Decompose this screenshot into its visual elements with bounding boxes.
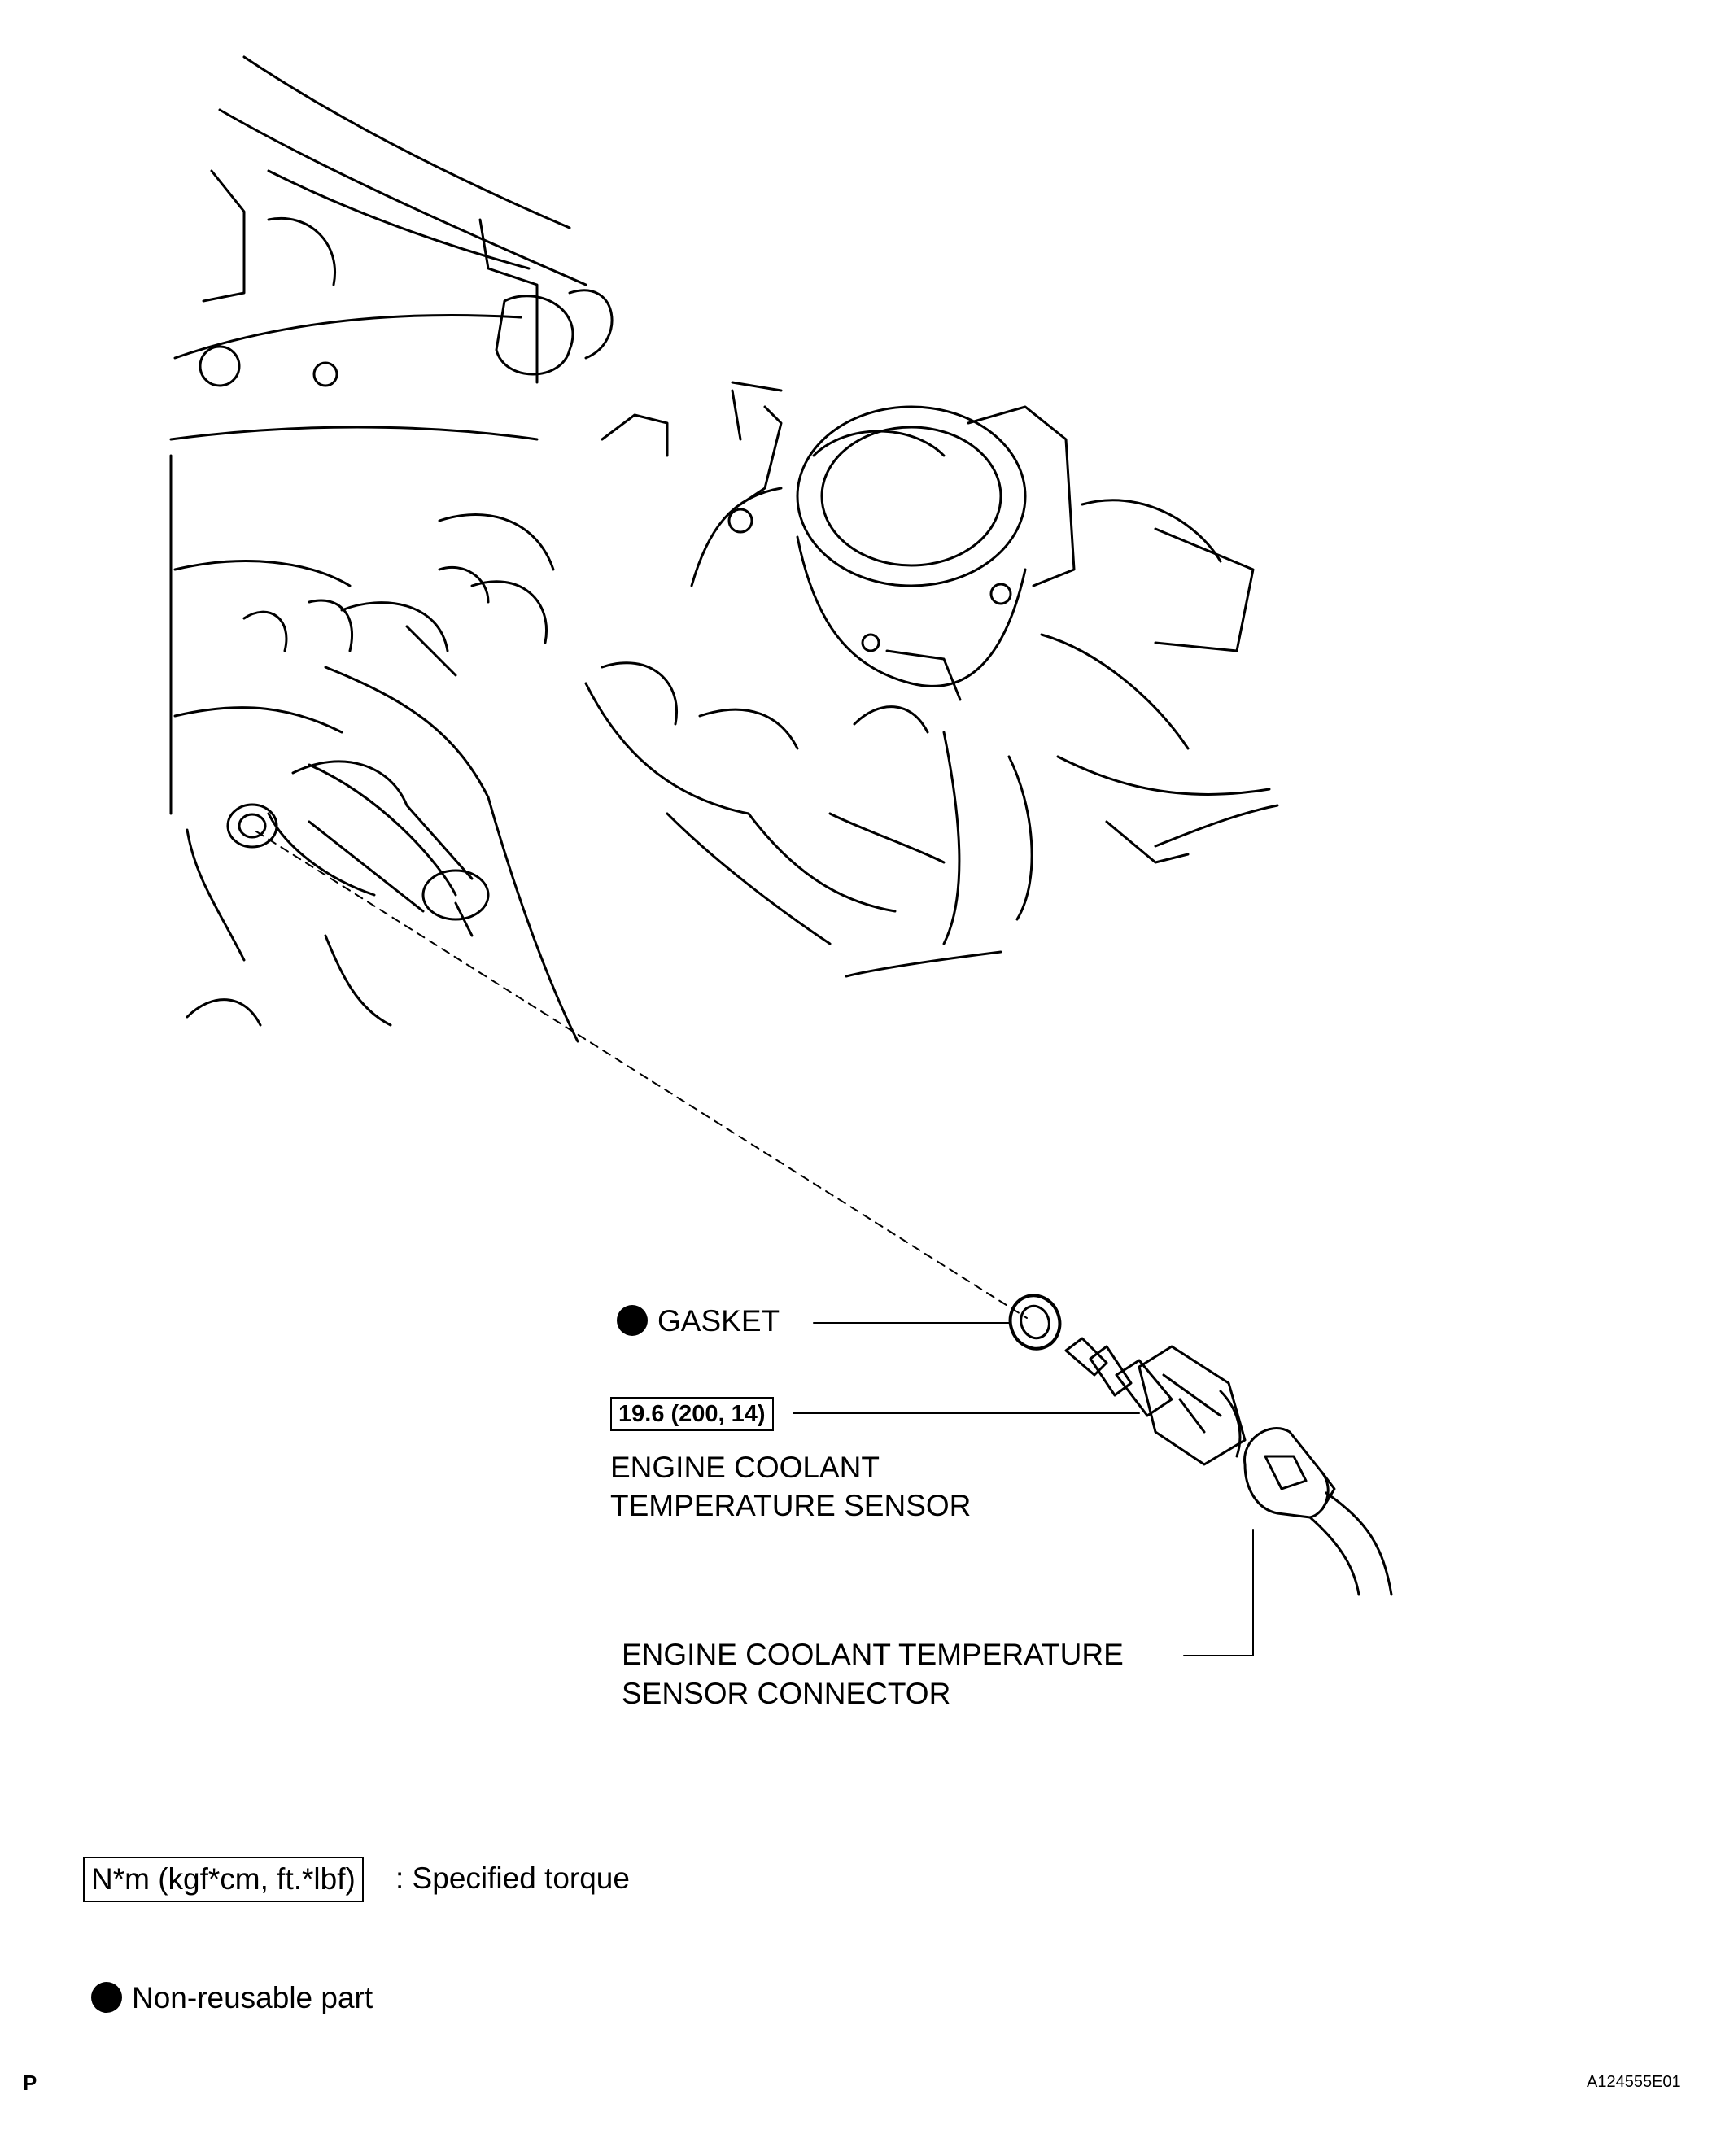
sensor-label-line1: ENGINE COOLANT xyxy=(610,1451,880,1484)
gasket-label: GASKET xyxy=(657,1304,780,1338)
sensor-connector xyxy=(1243,1427,1393,1596)
connector-leader xyxy=(1183,1529,1254,1656)
legend-torque-box: N*m (kgf*cm, ft.*lbf) xyxy=(83,1857,364,1902)
install-guide-line xyxy=(255,831,1028,1319)
gasket-part xyxy=(1008,1294,1062,1351)
legend-nonreusable-label: Non-reusable part xyxy=(132,1981,373,2014)
connector-label-line2: SENSOR CONNECTOR xyxy=(622,1677,951,1710)
filled-circle-icon xyxy=(617,1305,648,1337)
plate-letter: P xyxy=(23,2071,37,2095)
connector-label-line1: ENGINE COOLANT TEMPERATURE xyxy=(622,1638,1124,1671)
figure-id: A124555E01 xyxy=(1587,2073,1681,2091)
sensor-label-line2: TEMPERATURE SENSOR xyxy=(610,1489,972,1522)
legend-torque-desc: : Specified torque xyxy=(395,1861,630,1895)
filled-circle-icon xyxy=(91,1982,122,2014)
coolant-temperature-sensor xyxy=(1064,1337,1247,1466)
gasket-callout: GASKET xyxy=(617,1302,780,1341)
engine-assembly xyxy=(169,55,1279,1043)
torque-value-box: 19.6 (200, 14) xyxy=(610,1397,774,1431)
legend-nonreusable: Non-reusable part xyxy=(91,1979,373,2018)
